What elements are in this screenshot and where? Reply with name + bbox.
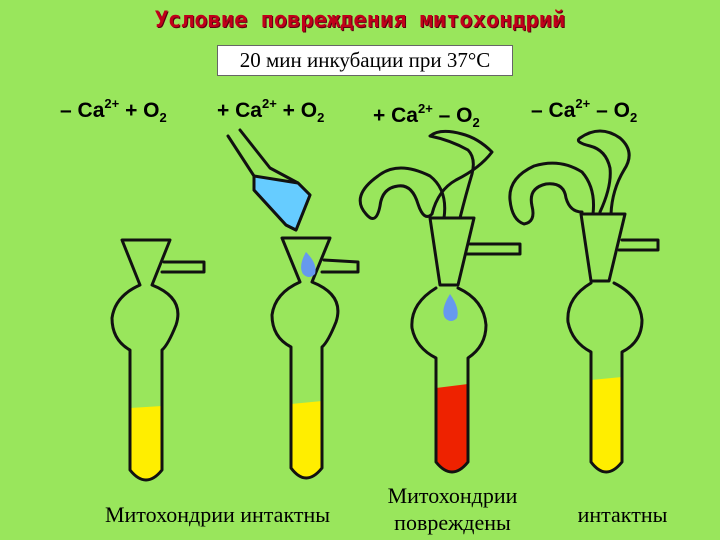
o2-sign: – bbox=[596, 99, 608, 122]
ca-sign: + bbox=[373, 104, 386, 127]
o2-subscript: 2 bbox=[317, 110, 325, 125]
test-tube-3 bbox=[358, 129, 522, 474]
test-tube-2 bbox=[226, 128, 360, 480]
ca-charge: 2+ bbox=[417, 101, 433, 116]
caption-intact-single: интактны bbox=[577, 502, 668, 527]
tube-2-side-arm bbox=[320, 258, 360, 274]
tube-3-hose bbox=[358, 129, 494, 220]
o2-subscript: 2 bbox=[472, 115, 480, 130]
tube-4-hose bbox=[508, 129, 631, 226]
tube-3-side-arm bbox=[465, 242, 522, 256]
o2-sign: – bbox=[438, 104, 451, 127]
o2-subscript: 2 bbox=[629, 110, 638, 125]
tube-4-liquid bbox=[591, 377, 622, 472]
tube-1-outline bbox=[110, 238, 180, 482]
tube-3-liquid bbox=[436, 384, 468, 472]
ca-sign: – bbox=[531, 99, 543, 122]
ca-sign: + bbox=[217, 99, 230, 122]
o2-label: O bbox=[300, 99, 318, 122]
tube-1-side-arm bbox=[160, 260, 206, 274]
o2-sign: + bbox=[282, 99, 295, 122]
test-tube-1 bbox=[110, 238, 206, 482]
test-tube-4 bbox=[508, 129, 660, 474]
ca-charge: 2+ bbox=[261, 96, 277, 111]
tube-2-liquid bbox=[291, 401, 322, 478]
page-title: Условие повреждения митохондрий bbox=[154, 8, 566, 33]
condition-label-2: + Ca2+ + O2 bbox=[217, 96, 324, 125]
condition-label-3: + Ca2+ – O2 bbox=[373, 101, 480, 130]
condition-label-4: – Ca2+ – O2 bbox=[531, 96, 637, 125]
tube-4-outline bbox=[566, 281, 644, 474]
drop-2 bbox=[301, 252, 316, 277]
caption-damaged-line1: Митохондрии bbox=[387, 483, 518, 508]
ca-ion: Ca bbox=[548, 99, 576, 122]
pipette-liquid bbox=[252, 174, 312, 232]
ca-ion: Ca bbox=[77, 99, 105, 122]
ca-ion: Ca bbox=[391, 104, 418, 127]
ca-sign: – bbox=[60, 99, 72, 122]
tube-1-liquid bbox=[130, 406, 162, 480]
o2-label: O bbox=[456, 104, 473, 127]
tube-4-side-arm bbox=[617, 238, 660, 252]
tube-3-stopper bbox=[428, 216, 476, 287]
ca-charge: 2+ bbox=[575, 96, 591, 111]
caption-damaged: Митохондрии повреждены bbox=[365, 482, 540, 536]
tube-3-outline bbox=[410, 286, 488, 474]
o2-sign: + bbox=[125, 99, 138, 122]
condition-label-1: – Ca2+ + O2 bbox=[60, 96, 167, 125]
o2-label: O bbox=[143, 99, 160, 122]
ca-ion: Ca bbox=[235, 99, 262, 122]
ca-charge: 2+ bbox=[104, 96, 120, 111]
o2-label: O bbox=[613, 99, 630, 122]
incubation-label: 20 мин инкубации при 37°С bbox=[217, 45, 513, 76]
caption-damaged-line2: повреждены bbox=[394, 510, 511, 535]
drop-3 bbox=[443, 294, 458, 321]
tube-2-outline bbox=[270, 236, 340, 480]
tube-4-stopper bbox=[579, 212, 627, 283]
o2-subscript: 2 bbox=[159, 110, 167, 125]
caption-intact-pair: Митохондрии интактны bbox=[104, 502, 331, 527]
